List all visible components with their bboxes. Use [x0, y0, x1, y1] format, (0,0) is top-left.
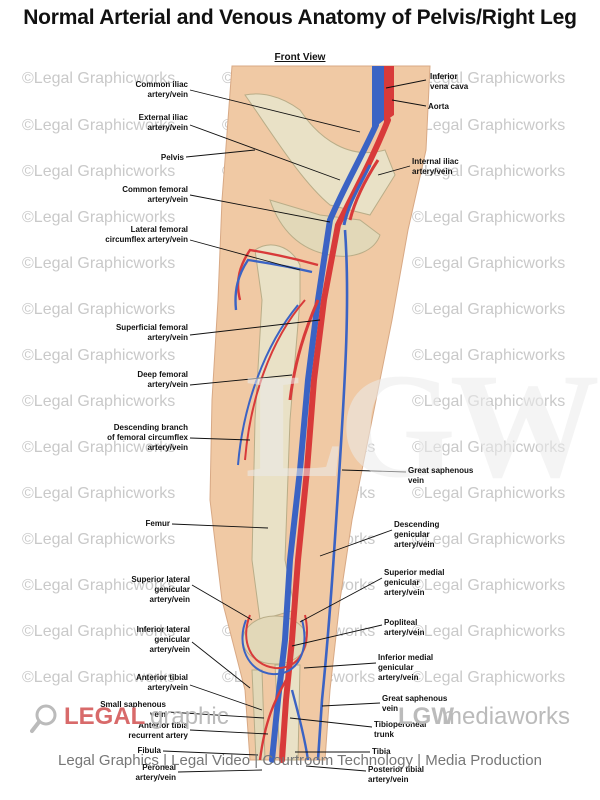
- genicular-artery-ring: [245, 614, 308, 670]
- genicular-vein-ring: [241, 619, 306, 676]
- leader-lines: [162, 79, 427, 773]
- deep-femoral-artery: [288, 299, 320, 401]
- brand-legal-text: LEGAL: [64, 703, 146, 730]
- label-fibula: Fibula: [137, 746, 161, 755]
- internal-iliac-vein: [342, 164, 372, 226]
- brand-lgw-text: LGW: [398, 703, 454, 730]
- internal-iliac-artery: [348, 159, 380, 221]
- view-subtitle: Front View: [274, 52, 326, 63]
- inferior-vena-cava: [372, 66, 384, 130]
- page-title: Normal Arterial and Venous Anatomy of Pe…: [23, 6, 577, 29]
- descending-branch-artery: [244, 299, 306, 461]
- aorta: [384, 66, 394, 122]
- anterior-tibial-artery: [258, 679, 288, 761]
- lateral-circumflex-vein: [234, 258, 313, 311]
- label-femur: Femur: [145, 519, 170, 528]
- femur-bone: [251, 244, 301, 621]
- magnifier-icon: [30, 704, 57, 733]
- label-tibia: Tibia: [372, 747, 391, 756]
- big-watermark-logo: LGW: [245, 343, 600, 509]
- tagline: Legal Graphics | Legal Video | Courtroom…: [58, 752, 542, 769]
- brand-strip: LEGAL graphic LGW mediaworks: [30, 703, 590, 737]
- brand-graphic-text: graphic: [150, 703, 229, 730]
- label-aorta: Aorta: [428, 102, 449, 111]
- posterior-tibial-vein: [290, 689, 310, 761]
- femoral-vein-path: [269, 122, 379, 763]
- femoral-artery-path: [279, 117, 391, 763]
- label-pelvis: Pelvis: [160, 153, 184, 162]
- descending-branch-vein: [237, 304, 299, 466]
- brand-media-text: mediaworks: [442, 703, 571, 730]
